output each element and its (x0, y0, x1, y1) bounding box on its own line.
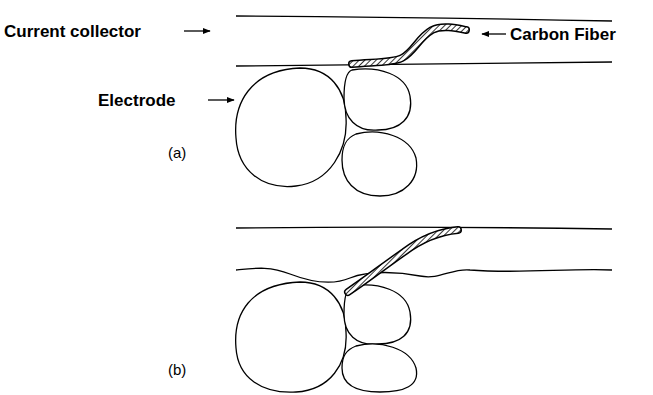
collector-top-line (236, 16, 612, 21)
collector-bottom-line (236, 62, 612, 66)
leader-arrow (482, 33, 506, 34)
part-label: Carbon Fiber (510, 26, 616, 43)
carbon-fiber (348, 230, 458, 292)
electrode-particle (236, 282, 346, 392)
electrode-particle (344, 69, 411, 130)
collector-bottom-line (236, 268, 612, 282)
carbon-fiber (352, 27, 466, 64)
leader-arrow (184, 30, 210, 31)
electrode-particle (344, 285, 411, 344)
carbon-fiber-hatch (348, 230, 458, 292)
panel-label: (b) (168, 362, 186, 377)
panel-label: (a) (168, 145, 186, 160)
electrode-particle (342, 132, 417, 196)
collector-top-line (236, 227, 612, 229)
electrode-particle (236, 68, 346, 187)
leader-arrow (208, 99, 234, 100)
part-label: Electrode (98, 92, 175, 109)
carbon-fiber-hatch (352, 27, 466, 64)
part-label: Current collector (4, 23, 141, 40)
electrode-particle (342, 344, 417, 392)
